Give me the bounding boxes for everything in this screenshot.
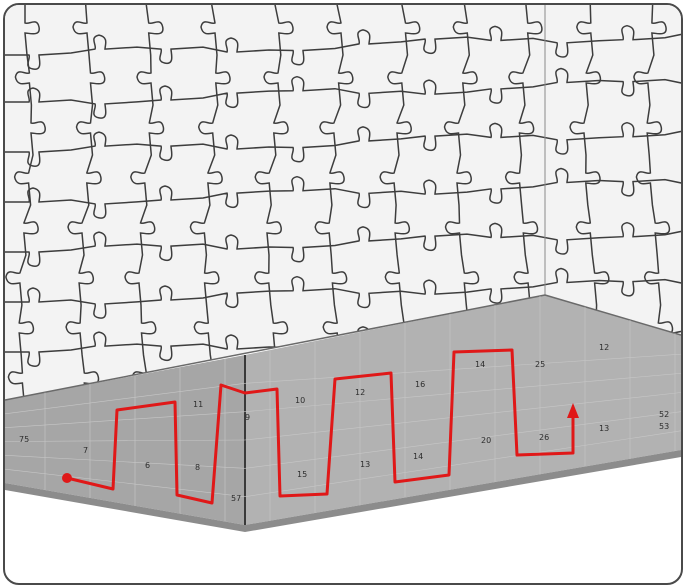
floor-number-label: 6 — [145, 461, 150, 470]
floor-number-label: 12 — [355, 388, 365, 397]
floor-number-label: 13 — [360, 460, 370, 469]
floor-number-label: 11 — [193, 400, 203, 409]
floor-number-label: 16 — [415, 380, 425, 389]
floor-number-label: 75 — [19, 435, 29, 444]
floor-number-label: 13 — [599, 424, 609, 433]
floor-number-label: 14 — [475, 360, 485, 369]
floor-number-label: 53 — [659, 422, 669, 431]
start-dot-icon — [62, 473, 72, 483]
floor-number-label: 52 — [659, 410, 669, 419]
floor-number-label: 7 — [83, 446, 88, 455]
floor-number-label: 57 — [231, 494, 241, 503]
floor-number-label: 10 — [295, 396, 305, 405]
floor-number-label: 14 — [413, 452, 423, 461]
illustration-frame: 75 7 6 11 57 8 9 10 15 12 13 14 16 14 20 25 26 12 13 52 53 — [3, 3, 683, 585]
floor-number-label: 20 — [481, 436, 491, 445]
floor-number-label: 15 — [297, 470, 307, 479]
floor-number-label: 8 — [195, 463, 200, 472]
floor-number-label: 9 — [245, 413, 250, 422]
floor-number-label: 25 — [535, 360, 545, 369]
puzzle-scene: 75 7 6 11 57 8 9 10 15 12 13 14 16 14 20 25 26 12 13 52 53 — [5, 5, 681, 583]
floor-number-label: 12 — [599, 343, 609, 352]
floor-number-label: 26 — [539, 433, 549, 442]
